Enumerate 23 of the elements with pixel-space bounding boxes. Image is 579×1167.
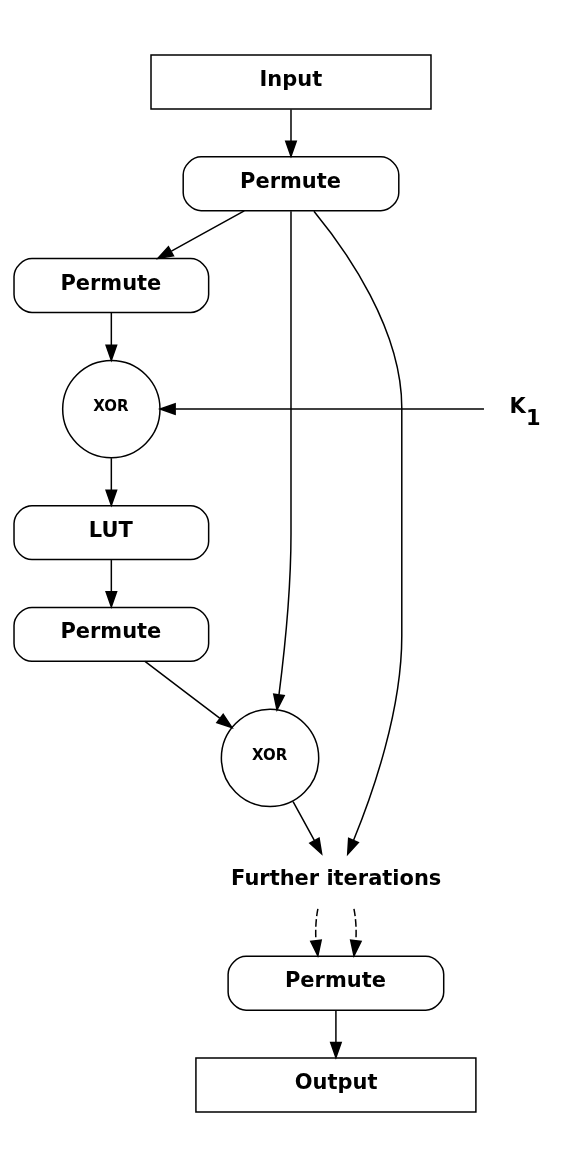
node-box: Permute	[13, 257, 210, 314]
node-box: Output	[195, 1057, 477, 1113]
node-box: Permute	[13, 606, 210, 663]
node-circle: XOR	[220, 708, 320, 808]
arrow	[157, 402, 485, 416]
arrow	[292, 800, 323, 856]
arrow	[105, 457, 118, 508]
node-box: Input	[150, 54, 432, 110]
node-box: Permute	[227, 955, 445, 1011]
node-circle: XOR	[61, 359, 161, 459]
arrow	[105, 559, 118, 610]
arrow	[272, 210, 292, 712]
arrow	[155, 210, 245, 260]
node-box: Permute	[182, 156, 400, 212]
arrow	[349, 908, 363, 958]
arrow	[329, 1009, 343, 1060]
node-text: Further iterations	[231, 866, 442, 891]
arrow	[284, 108, 298, 159]
arrow	[105, 311, 118, 363]
node-box: LUT	[13, 504, 210, 561]
arrow	[313, 210, 403, 857]
arrow	[309, 908, 323, 958]
arrow	[144, 660, 234, 729]
